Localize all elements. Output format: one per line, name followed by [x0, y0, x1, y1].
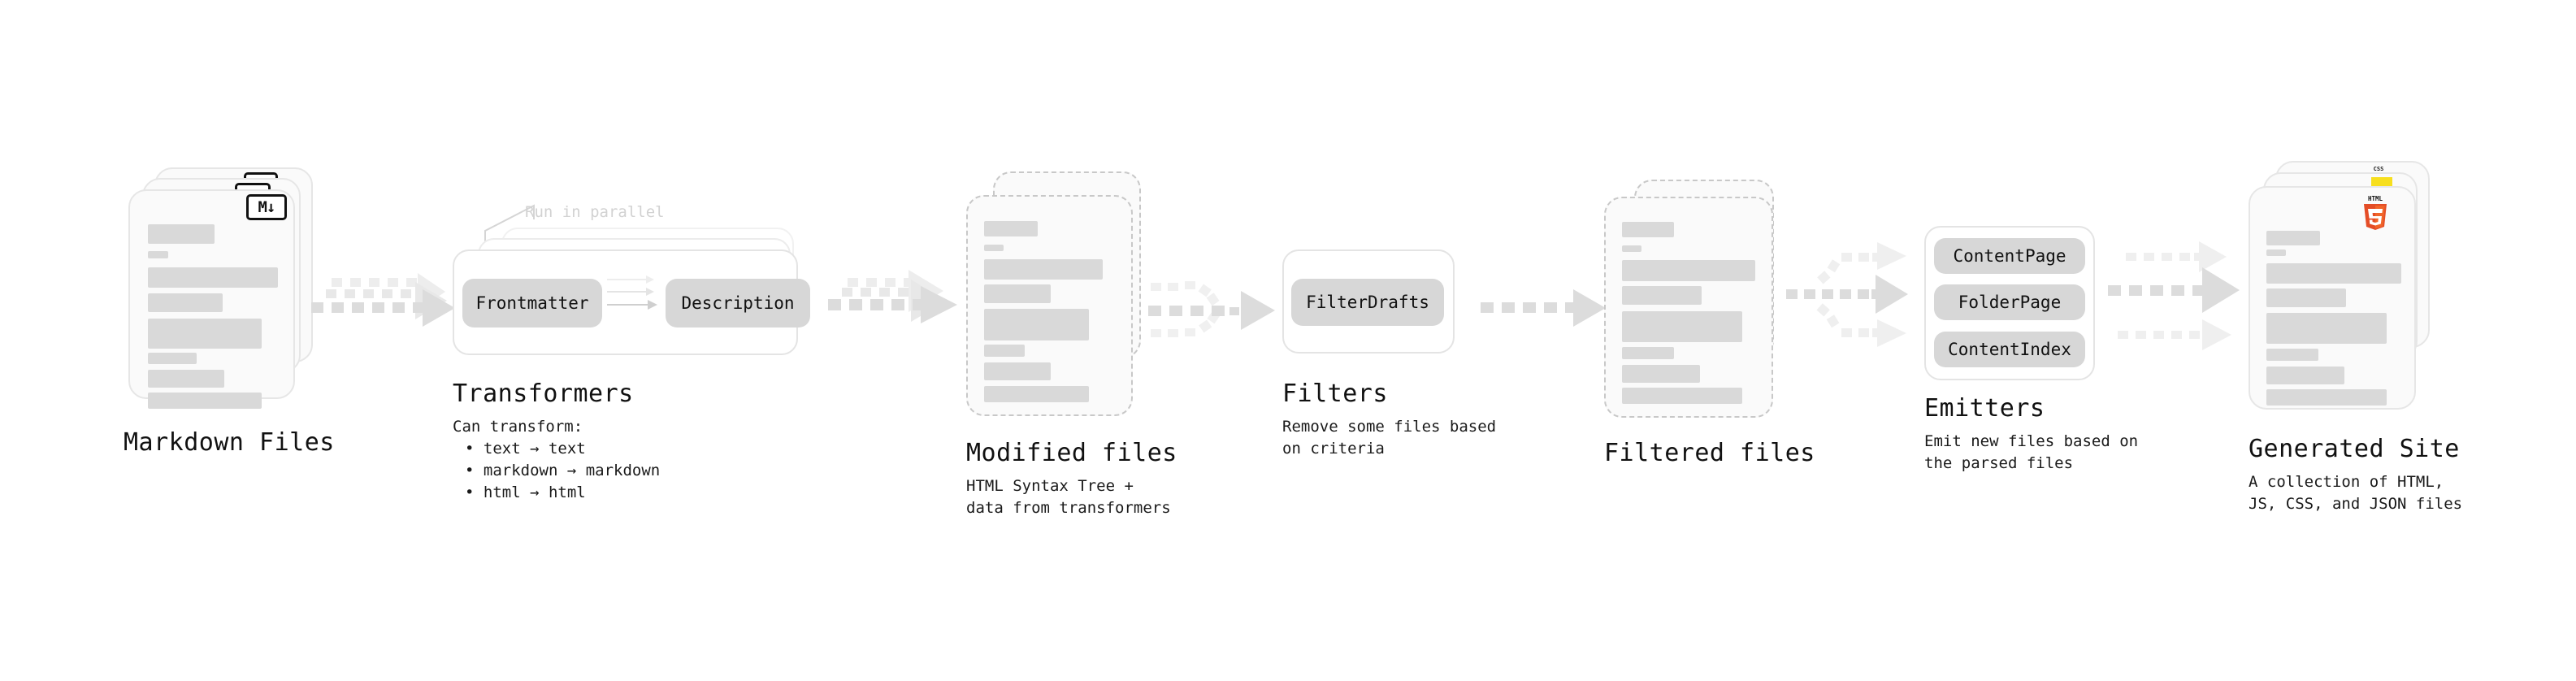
emitter-node-contentindex[interactable]: ContentIndex [1934, 332, 2085, 367]
doc-bar [148, 224, 215, 244]
doc-bar [148, 393, 262, 409]
markdown-icon: M↓ [246, 194, 287, 220]
svg-text:CSS: CSS [2374, 166, 2384, 172]
doc-bar [1622, 286, 1702, 305]
stage-title-filters: Filters [1282, 380, 1388, 408]
doc-bar [2266, 313, 2387, 344]
filtered-card-front [1604, 197, 1773, 418]
markdown-card-front [128, 189, 295, 409]
doc-bar [2266, 349, 2318, 361]
transformer-node-description[interactable]: Description [666, 279, 810, 327]
site-card-front [2249, 186, 2416, 410]
doc-bar [1622, 260, 1755, 281]
connector-transformers-to-modified [828, 270, 957, 323]
transformer-inner-arrows [607, 275, 657, 310]
doc-bar [2266, 367, 2344, 384]
connector-modified-to-filters [1148, 281, 1275, 337]
doc-bar [2266, 288, 2346, 307]
doc-bar [984, 245, 1004, 251]
modified-card-front [966, 195, 1133, 416]
filters-description: Remove some files based on criteria [1282, 418, 1497, 458]
modified-files-description: HTML Syntax Tree + data from transformer… [966, 477, 1171, 517]
stage-title-modified-files: Modified files [966, 439, 1177, 467]
doc-bar [2266, 263, 2401, 284]
doc-bar [1622, 311, 1742, 342]
transformers-bullet-0: • text → text [465, 440, 586, 458]
stage-title-transformers: Transformers [453, 380, 634, 408]
doc-bar [984, 284, 1051, 303]
doc-bar [148, 353, 197, 364]
svg-text:HTML: HTML [2368, 195, 2383, 202]
doc-bar [148, 319, 262, 349]
emitter-node-contentpage[interactable]: ContentPage [1934, 238, 2085, 274]
doc-bar [984, 309, 1089, 340]
doc-bar [984, 362, 1051, 380]
doc-bar [1622, 388, 1742, 404]
doc-bar [148, 293, 223, 312]
doc-bar [984, 345, 1025, 357]
html5-icon: HTML [2364, 195, 2387, 230]
stage-title-emitters: Emitters [1924, 394, 2045, 423]
filter-node-filterdrafts[interactable]: FilterDrafts [1291, 279, 1444, 326]
stage-title-generated-site: Generated Site [2249, 435, 2460, 463]
doc-bar [2266, 249, 2286, 256]
generated-site-description: A collection of HTML, JS, CSS, and JSON … [2249, 473, 2463, 513]
parallel-note: Run in parallel [525, 203, 665, 221]
emitters-description: Emit new files based on the parsed files [1924, 432, 2139, 472]
doc-bar [148, 370, 224, 388]
doc-bar [148, 251, 168, 258]
emitter-node-folderpage[interactable]: FolderPage [1934, 284, 2085, 320]
doc-bar [148, 267, 278, 288]
doc-bar [1622, 245, 1641, 252]
doc-bar [2266, 231, 2320, 245]
transformer-node-frontmatter[interactable]: Frontmatter [462, 279, 602, 327]
transformers-bullet-2: • html → html [465, 484, 586, 501]
doc-bar [1622, 222, 1674, 237]
doc-bar [2266, 389, 2387, 406]
doc-bar [984, 386, 1089, 402]
stage-title-filtered-files: Filtered files [1604, 439, 1815, 467]
connector-emitters-to-site [2108, 241, 2240, 350]
doc-bar [1622, 347, 1674, 359]
doc-bar [1622, 365, 1700, 383]
transformers-bullet-1: • markdown → markdown [465, 462, 661, 479]
doc-bar [984, 259, 1103, 280]
stage-title-markdown-files: Markdown Files [124, 428, 335, 457]
connector-filters-to-filtered [1481, 289, 1606, 327]
doc-bar [984, 221, 1038, 236]
transformers-description: Can transform: [453, 418, 583, 436]
connector-filtered-to-emitters [1786, 242, 1908, 347]
connector-md-to-transformers [311, 273, 455, 327]
